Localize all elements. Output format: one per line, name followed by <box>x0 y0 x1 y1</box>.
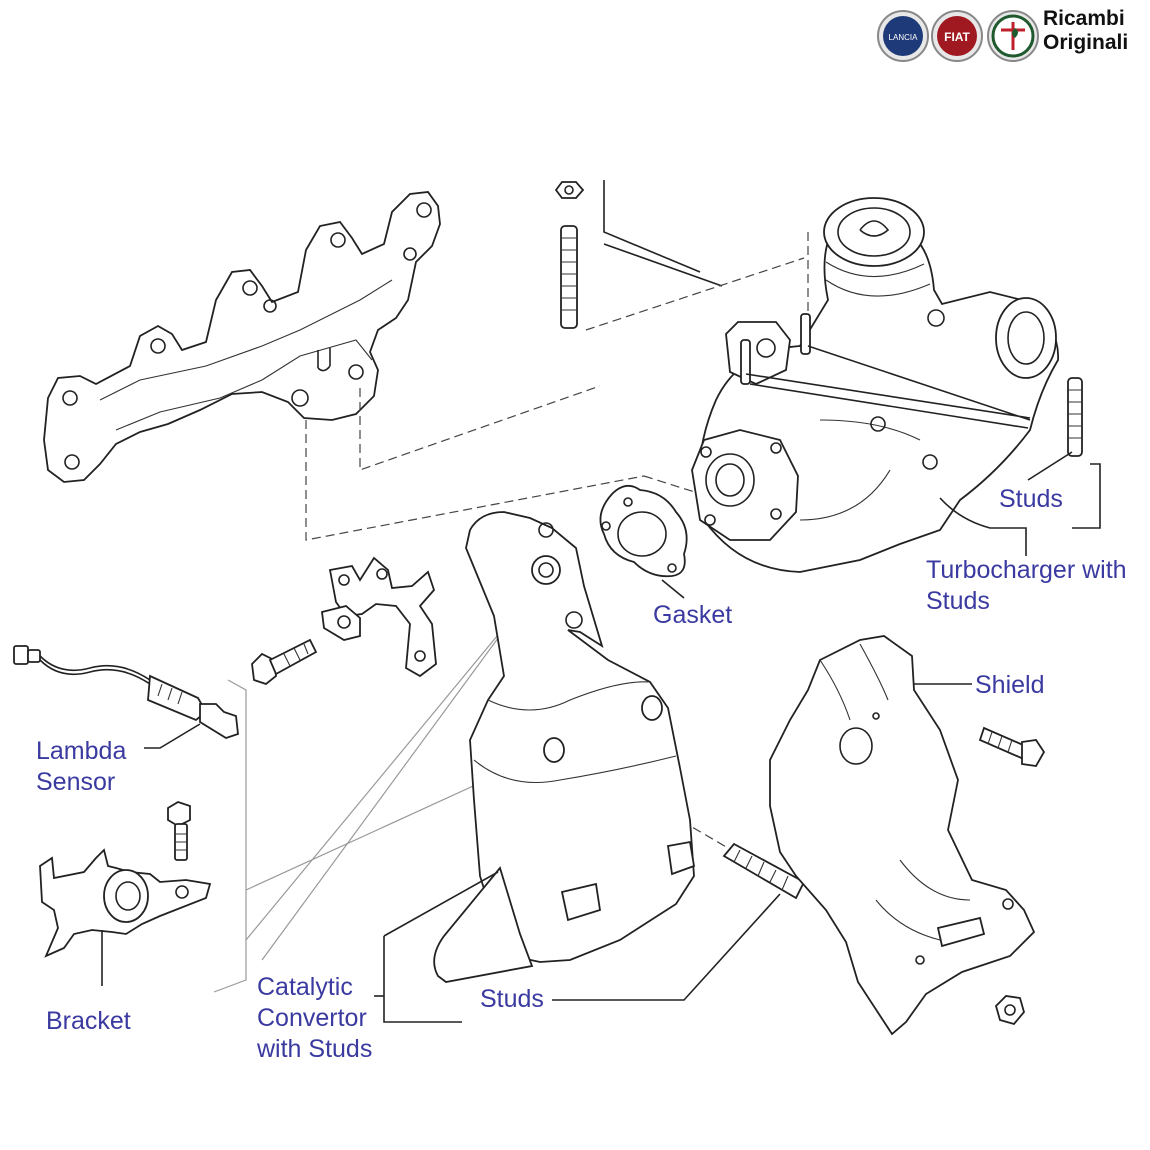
label-studs-catalytic: Studs <box>480 985 544 1013</box>
shield-bolt <box>978 726 1046 767</box>
gasket <box>599 484 688 599</box>
label-turbocharger-line-2: Studs <box>926 587 990 615</box>
label-studs-turbo: Studs <box>999 485 1063 513</box>
label-turbocharger: Turbocharger with Studs <box>926 555 1127 617</box>
label-catalytic-line-1: Catalytic <box>257 973 353 1001</box>
catalyst-bracket <box>321 556 437 678</box>
label-shield: Shield <box>975 671 1045 699</box>
label-turbocharger-line-1: Turbocharger with <box>926 556 1127 584</box>
label-lambda-line-1: Lambda <box>36 737 127 765</box>
alfa-romeo-logo <box>987 10 1039 62</box>
brand-line-1: Ricambi <box>1043 7 1125 30</box>
brand-wordmark: Ricambi Originali <box>1043 7 1128 55</box>
label-bracket: Bracket <box>46 1007 131 1035</box>
label-lambda-line-2: Sensor <box>36 768 116 796</box>
brand-line-2: Originali <box>1043 31 1129 54</box>
shield-nut <box>994 995 1025 1026</box>
label-catalytic-convertor: Catalytic Convertor with Studs <box>257 972 372 1065</box>
lambda-sensor <box>13 645 239 749</box>
lancia-logo: LANCIA <box>877 10 929 62</box>
label-gasket: Gasket <box>653 601 733 629</box>
brand-logos: LANCIA FIAT <box>877 10 1039 62</box>
exhaust-manifold <box>43 191 441 483</box>
bracket-upper-bolt <box>167 801 191 861</box>
label-catalytic-line-3: with Studs <box>257 1035 373 1063</box>
catalytic-convertor <box>374 511 696 1023</box>
lancia-logo-text: LANCIA <box>889 33 919 42</box>
label-lambda-sensor: Lambda Sensor <box>36 736 126 798</box>
bracket <box>39 848 212 986</box>
manifold-nut-and-stud <box>554 180 723 329</box>
bracket-bolt <box>251 638 318 686</box>
turbocharger <box>691 197 1059 573</box>
fiat-logo: FIAT <box>931 10 983 62</box>
heat-shield <box>769 635 1036 1036</box>
fiat-logo-text: FIAT <box>944 30 970 44</box>
turbo-stud <box>939 377 1101 556</box>
label-catalytic-line-2: Convertor <box>257 1004 367 1032</box>
catalytic-stud <box>552 842 806 1001</box>
